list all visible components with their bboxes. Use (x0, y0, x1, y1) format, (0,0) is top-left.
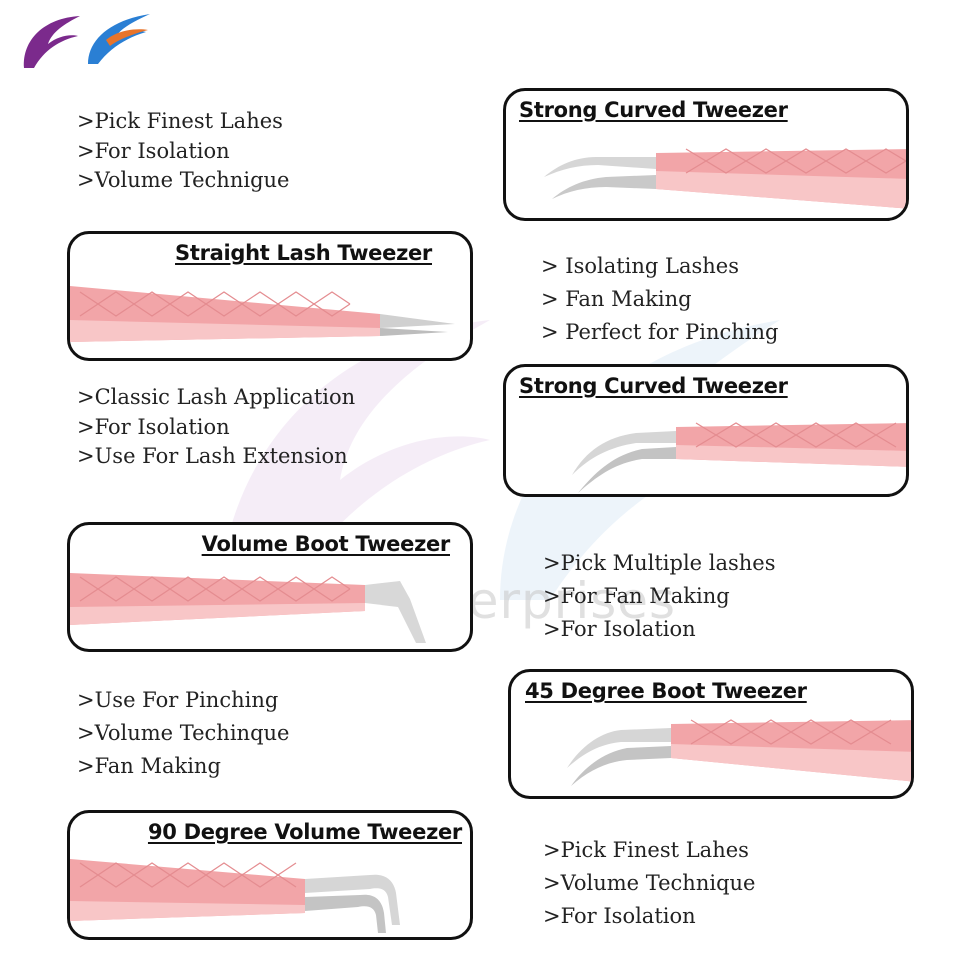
feature-item: >Volume Techinque (77, 721, 290, 745)
product-title: Volume Boot Tweezer (201, 532, 451, 556)
feature-item: > Perfect for Pinching (541, 320, 779, 344)
brand-logo-icon (23, 14, 150, 68)
product-card-volume-boot: Volume Boot Tweezer (67, 522, 473, 652)
90-degree-tweezer-icon (70, 859, 400, 933)
feature-item: >Fan Making (77, 754, 221, 778)
feature-item: >For Isolation (543, 904, 696, 928)
feature-item: >For Isolation (77, 414, 230, 439)
feature-item: > Isolating Lashes (541, 254, 739, 278)
feature-item: >For Isolation (77, 138, 230, 163)
product-title: Strong Curved Tweezer (519, 374, 788, 398)
feature-item: >For Fan Making (543, 584, 730, 608)
feature-item: >Use For Lash Extension (77, 444, 348, 468)
feature-list-45-degree-boot: >Pick Finest Lahes >Volume Technique >Fo… (543, 834, 755, 933)
feature-item: >For Isolation (543, 617, 696, 641)
feature-item: >Volume Technigue (77, 168, 290, 192)
curved-tweezer-icon (572, 422, 906, 493)
product-card-straight-lash: Straight Lash Tweezer (67, 231, 473, 361)
product-card-strong-curved-2: Strong Curved Tweezer (503, 364, 909, 497)
product-card-45-degree-boot: 45 Degree Boot Tweezer (508, 669, 914, 799)
feature-item: >Pick Multiple lashes (543, 551, 776, 575)
product-card-strong-curved-1: Strong Curved Tweezer (503, 88, 909, 221)
product-card-90-degree-volume: 90 Degree Volume Tweezer (67, 810, 473, 940)
boot-tweezer-icon (70, 573, 426, 643)
product-title: 90 Degree Volume Tweezer (147, 820, 462, 844)
feature-item: > Fan Making (541, 287, 692, 311)
feature-list-straight-lash: >Classic Lash Application >For Isolation… (77, 383, 355, 472)
feature-item: >Pick Finest Lahes (543, 838, 749, 862)
feature-item: >Pick Finest Lahes (77, 109, 283, 133)
intro-feature-list: >Pick Finest Lahes >For Isolation >Volum… (77, 107, 289, 196)
product-title: 45 Degree Boot Tweezer (525, 679, 807, 703)
feature-list-strong-curved-1: > Isolating Lashes > Fan Making > Perfec… (541, 250, 778, 349)
curved-tweezer-icon (544, 148, 906, 209)
straight-tweezer-icon (70, 286, 455, 342)
45-degree-tweezer-icon (567, 719, 911, 786)
feature-item: >Volume Technique (543, 871, 756, 895)
product-title: Straight Lash Tweezer (175, 241, 432, 265)
feature-list-strong-curved-2: >Pick Multiple lashes >For Fan Making >F… (543, 547, 776, 646)
feature-item: >Classic Lash Application (77, 385, 356, 409)
feature-list-volume-boot: >Use For Pinching >Volume Techinque >Fan… (77, 684, 289, 783)
product-title: Strong Curved Tweezer (519, 98, 788, 122)
feature-item: >Use For Pinching (77, 688, 279, 712)
